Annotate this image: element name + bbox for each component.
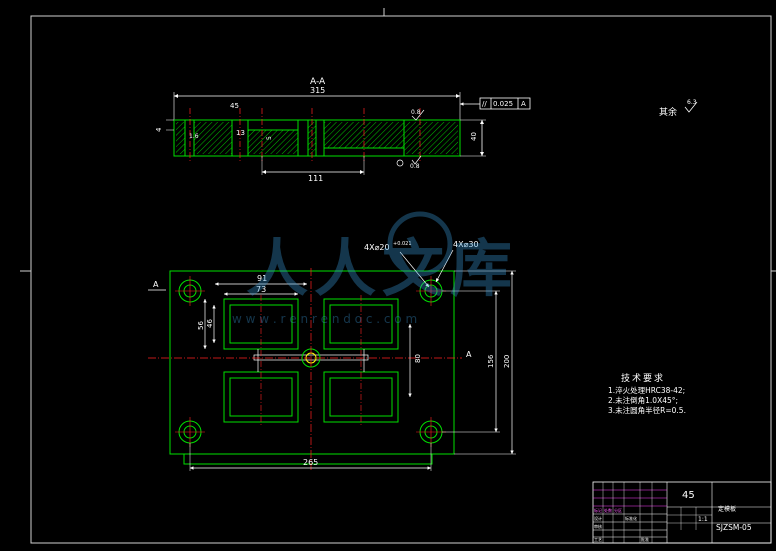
watermark: 人人文库 w w w . r e n r e n d o c . c o m bbox=[232, 211, 518, 326]
tech-req-item-3: 3.未注圆角半径R=0.5. bbox=[608, 405, 686, 415]
tolerance-datum: A bbox=[521, 100, 526, 108]
watermark-url: w w w . r e n r e n d o c . c o m bbox=[232, 312, 417, 326]
roughness-bottom: 0.8 bbox=[410, 163, 420, 170]
dim-40: 40 bbox=[470, 132, 478, 141]
roughness-note-value: 6.3 bbox=[687, 99, 697, 106]
plate-flange bbox=[183, 453, 433, 465]
drawing-border bbox=[30, 15, 772, 544]
roughness-top: 0.8 bbox=[411, 109, 421, 116]
dim-4: 4 bbox=[155, 127, 163, 132]
plan-view: A A 4X⌀20 +0.021 4X⌀30 91 73 46 56 80 15… bbox=[148, 240, 516, 471]
dim-200: 200 bbox=[503, 355, 511, 368]
tech-req-item-1: 1.淬火处理HRC38-42; bbox=[608, 385, 685, 395]
title-material: 45 bbox=[682, 490, 695, 501]
title-sign-1: 标记 bbox=[594, 507, 602, 513]
tech-req-item-2: 2.未注倒角1.0X45°; bbox=[608, 395, 678, 405]
title-sign-5: 审核 bbox=[594, 523, 602, 529]
dim-73: 73 bbox=[256, 285, 266, 294]
dim-315: 315 bbox=[310, 86, 325, 95]
watermark-brand: 人人文库 bbox=[246, 232, 518, 305]
technical-requirements: 技术要求 1.淬火处理HRC38-42; 2.未注倒角1.0X45°; 3.未注… bbox=[608, 372, 686, 415]
tolerance-symbol: // bbox=[482, 100, 487, 108]
tech-req-title: 技术要求 bbox=[621, 372, 665, 384]
roughness-note-label: 其余 bbox=[659, 106, 677, 118]
title-sign-4: 设计 bbox=[594, 515, 602, 521]
section-view: A-A 315 111 bbox=[155, 77, 531, 183]
watermark-logo bbox=[387, 211, 453, 277]
title-sign-3: 分区 bbox=[614, 507, 622, 513]
section-body bbox=[173, 119, 461, 157]
title-block: 标记 处数 分区 设计 审核 工艺 批准 标准化 45 定模板 1:1 SJZS… bbox=[592, 481, 772, 544]
dim-156: 156 bbox=[487, 354, 495, 368]
section-title: A-A bbox=[310, 77, 326, 87]
dim-111: 111 bbox=[308, 174, 323, 183]
tolerance-frame: // 0.025 A bbox=[460, 97, 531, 110]
section-mark-left: A bbox=[153, 280, 159, 289]
hole-note-30: 4X⌀30 bbox=[453, 240, 479, 249]
roughness-note: 其余 6.3 bbox=[659, 99, 698, 118]
section-mark-right: A bbox=[466, 350, 472, 359]
title-scale: 1:1 bbox=[698, 516, 708, 523]
hole-note-20: 4X⌀20 bbox=[364, 243, 390, 252]
title-drawing-no: SJZSM-05 bbox=[716, 523, 752, 532]
hole-note-20-tol: +0.021 bbox=[393, 241, 412, 247]
tolerance-value: 0.025 bbox=[493, 100, 513, 108]
dim-13: 13 bbox=[236, 129, 245, 137]
roughness-left: 1.6 bbox=[189, 133, 199, 140]
title-sign-2: 处数 bbox=[604, 507, 612, 513]
title-sign-8: 标准化 bbox=[625, 515, 637, 521]
dim-56: 56 bbox=[197, 321, 205, 330]
dim-265: 265 bbox=[303, 458, 318, 467]
title-part-name: 定模板 bbox=[718, 505, 736, 513]
dim-80: 80 bbox=[414, 354, 422, 363]
title-sign-6: 工艺 bbox=[594, 537, 602, 542]
dim-45: 45 bbox=[230, 102, 239, 110]
dim-46: 46 bbox=[206, 319, 214, 328]
title-sign-7: 批准 bbox=[641, 536, 649, 542]
dim-5: 5 bbox=[266, 136, 273, 140]
dim-91: 91 bbox=[257, 274, 267, 283]
